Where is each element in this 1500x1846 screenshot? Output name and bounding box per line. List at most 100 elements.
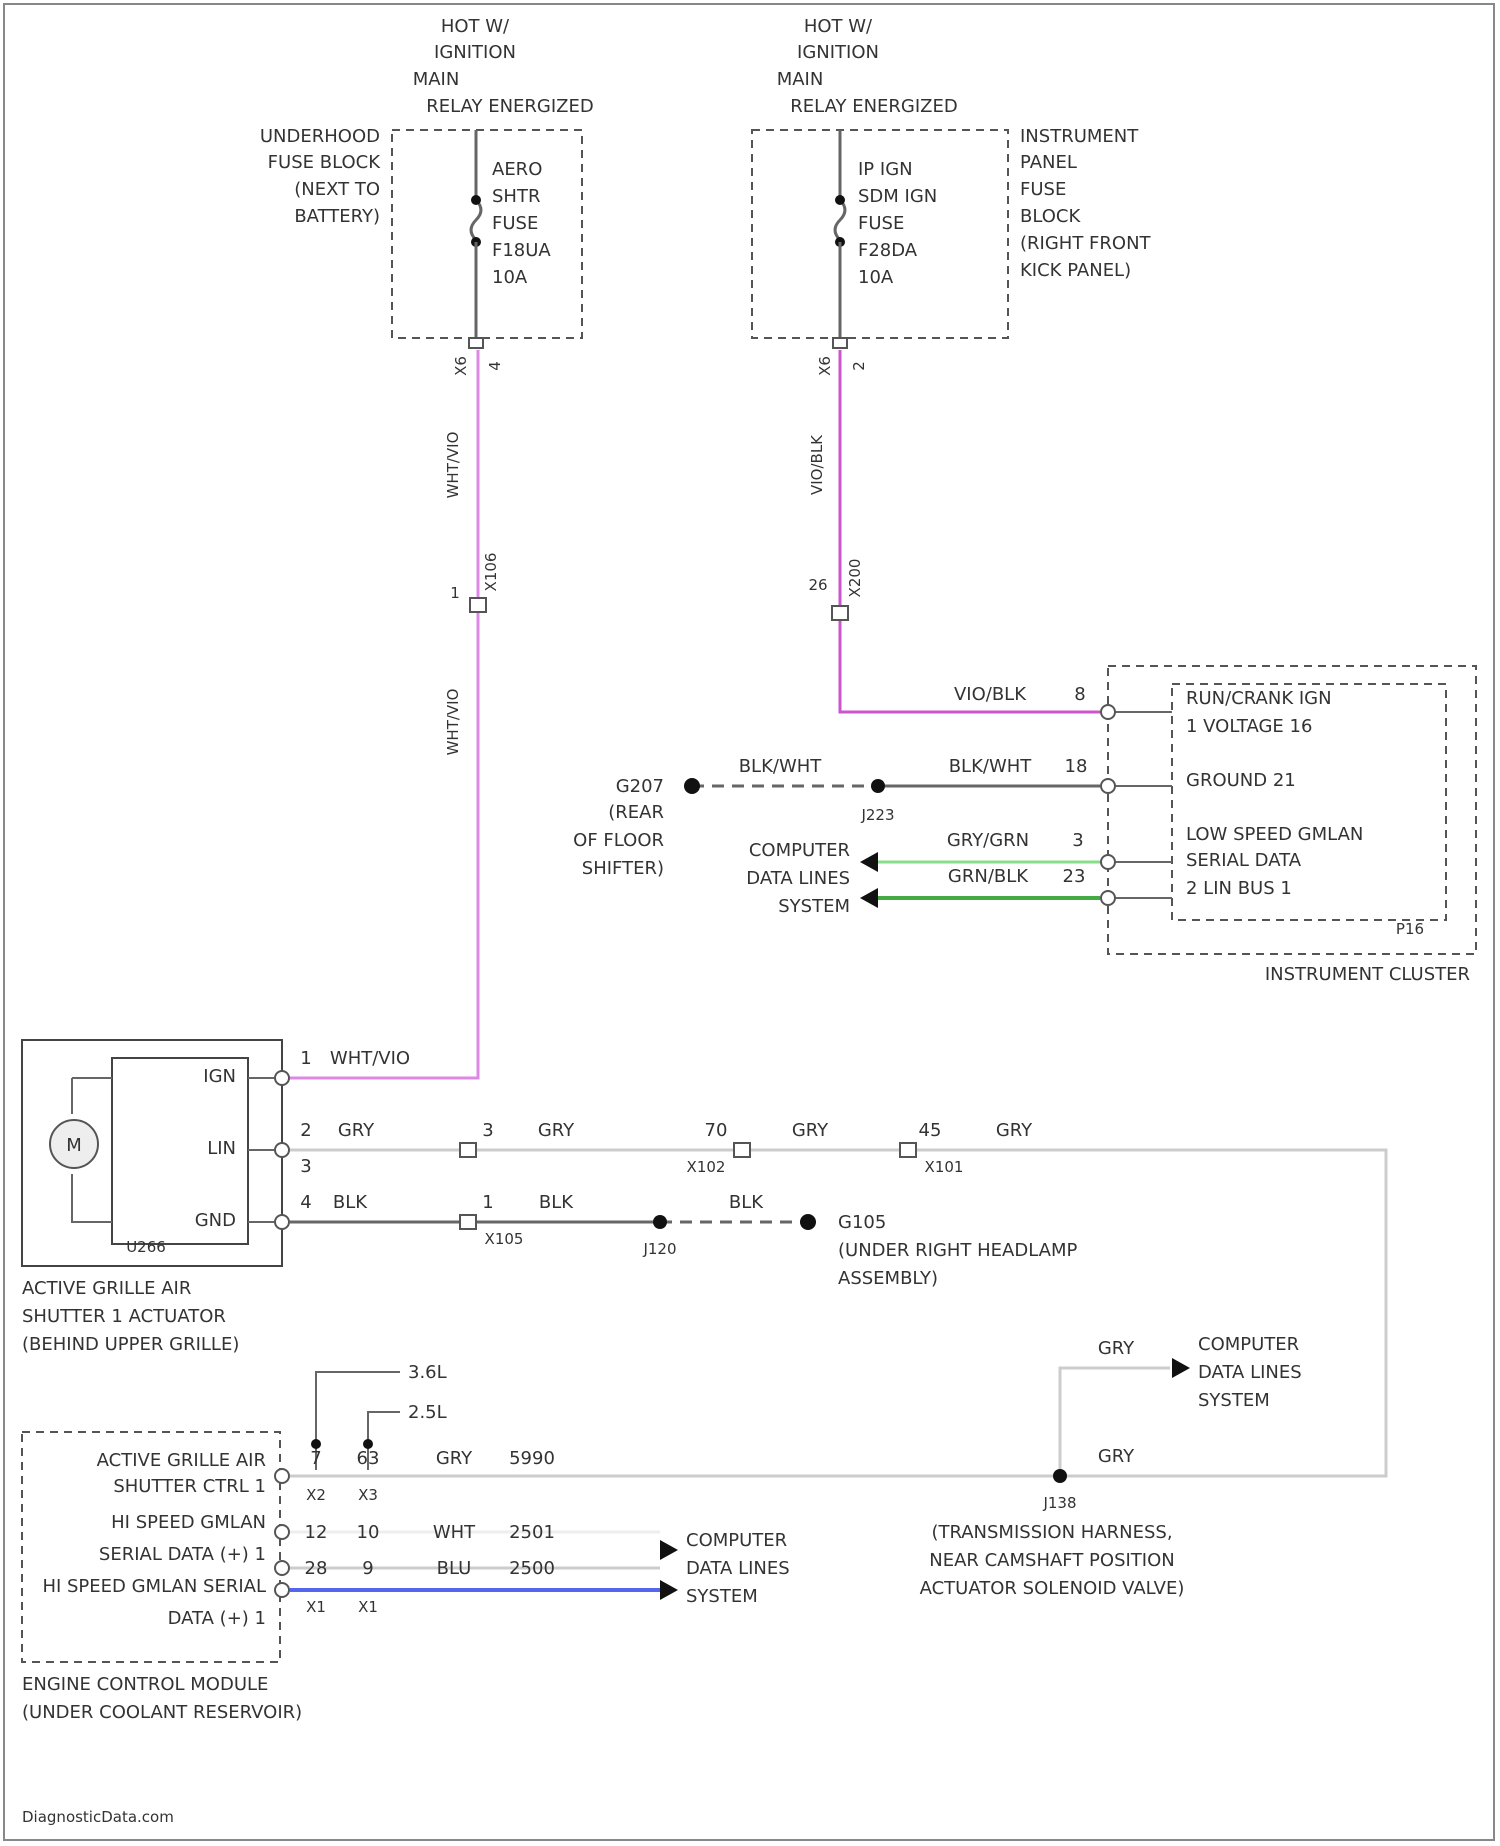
data-lines-label: DATA LINES — [686, 1558, 790, 1579]
fuse-pin: 2 — [850, 361, 868, 371]
fuse-block-label: (RIGHT FRONT — [1020, 233, 1152, 254]
hot-label-line: IGNITION — [797, 42, 879, 63]
circuit-label: 5990 — [509, 1448, 555, 1469]
connector-x101 — [900, 1143, 916, 1157]
wire-label: BLK — [539, 1192, 574, 1213]
fuse-label: SDM IGN — [858, 186, 937, 207]
cluster-name: INSTRUMENT CLUSTER — [1265, 964, 1470, 985]
wire-label: VIO/BLK — [808, 434, 826, 495]
circuit-label: 2501 — [509, 1522, 555, 1543]
pin-label: 3 — [482, 1120, 493, 1141]
fuse-block-label: UNDERHOOD — [260, 126, 380, 147]
hot-label-line: RELAY ENERGIZED — [790, 96, 958, 117]
pin-label: 9 — [362, 1558, 373, 1579]
fuse-pin: X6 — [452, 356, 470, 376]
connector-name: X105 — [485, 1230, 524, 1248]
fuse-label: 10A — [492, 267, 528, 288]
wire-label: WHT/VIO — [444, 689, 462, 756]
wire-label: BLK — [333, 1192, 368, 1213]
pin-label: 3 — [1072, 830, 1083, 851]
wire-label: BLK/WHT — [739, 756, 823, 777]
actuator-name: ACTIVE GRILLE AIR — [22, 1278, 191, 1299]
wire-label: GRN/BLK — [948, 866, 1029, 887]
junction-desc: ACTUATOR SOLENOID VALVE) — [920, 1578, 1185, 1599]
fuse-label: 10A — [858, 267, 894, 288]
connector-name: X102 — [687, 1158, 726, 1176]
pin-label: 12 — [305, 1522, 328, 1543]
ecm-pin-label: DATA (+) 1 — [168, 1608, 266, 1629]
cluster-pin-label: 1 VOLTAGE 16 — [1186, 716, 1312, 737]
fuse-block-label: PANEL — [1020, 152, 1077, 173]
fuse-pin: 4 — [486, 361, 504, 371]
wire-label: GRY — [792, 1120, 829, 1141]
connector-name: X2 — [306, 1486, 326, 1504]
ground-label: G207 — [616, 776, 664, 797]
ground-label: (REAR — [608, 802, 664, 823]
wire-label: GRY — [436, 1448, 473, 1469]
arrow-right-icon — [860, 888, 878, 908]
fuse-block-outline — [392, 130, 582, 338]
pin-label: 1 — [300, 1048, 311, 1069]
actuator-pin-label: GND — [195, 1210, 236, 1231]
junction-desc: NEAR CAMSHAFT POSITION — [929, 1550, 1175, 1571]
data-lines-label: SYSTEM — [686, 1586, 758, 1607]
connector-name: X1 — [358, 1598, 378, 1616]
engine-option: 2.5L — [408, 1402, 447, 1423]
ecm-pin-label: ACTIVE GRILLE AIR — [97, 1450, 266, 1471]
pin-label: 8 — [1074, 684, 1085, 705]
splice-j223 — [871, 779, 885, 793]
fuse-block-instrument-panel: HOT W/ IGNITION MAIN RELAY ENERGIZED INS… — [752, 16, 1152, 376]
data-lines-label: COMPUTER — [686, 1530, 787, 1551]
ecm-pin-label: SERIAL DATA (+) 1 — [99, 1544, 266, 1565]
arrow-right-icon — [1172, 1358, 1190, 1378]
connector-name: X1 — [306, 1598, 326, 1616]
pin-label: 28 — [305, 1558, 328, 1579]
circuit-label: 2500 — [509, 1558, 555, 1579]
wire-label: BLK/WHT — [949, 756, 1033, 777]
pin-label: 70 — [705, 1120, 728, 1141]
connector-name: X200 — [846, 559, 864, 598]
fuse-label: SHTR — [492, 186, 540, 207]
cluster-pin-label: SERIAL DATA — [1186, 850, 1302, 871]
connector-name: X106 — [482, 553, 500, 592]
fuse-label: FUSE — [858, 213, 904, 234]
wire-label: GRY — [996, 1120, 1033, 1141]
connector-pin: 26 — [808, 576, 827, 594]
data-lines-label: SYSTEM — [778, 896, 850, 917]
connector-x102 — [734, 1143, 750, 1157]
wire-label: WHT — [433, 1522, 476, 1543]
data-lines-label: DATA LINES — [1198, 1362, 1302, 1383]
data-lines-label: SYSTEM — [1198, 1390, 1270, 1411]
connector-x105 — [460, 1215, 476, 1229]
hot-label-line: HOT W/ — [441, 16, 510, 37]
wire-label: WHT/VIO — [444, 432, 462, 499]
fuse-block-label: INSTRUMENT — [1020, 126, 1139, 147]
actuator-pin-label: LIN — [207, 1138, 236, 1159]
actuator-code: U266 — [126, 1238, 166, 1256]
wire-label: GRY — [338, 1120, 375, 1141]
data-lines-label: COMPUTER — [749, 840, 850, 861]
ecm-pin-label: SHUTTER CTRL 1 — [113, 1476, 266, 1497]
pin-label: 10 — [357, 1522, 380, 1543]
pin-label: 18 — [1065, 756, 1088, 777]
splice-label: J120 — [642, 1240, 676, 1258]
hot-label-line: MAIN — [777, 69, 824, 90]
wire-gry-lin — [290, 1150, 1386, 1476]
pin-label: 63 — [357, 1448, 380, 1469]
cluster-pin-label: LOW SPEED GMLAN — [1186, 824, 1363, 845]
cluster-pin-label: RUN/CRANK IGN — [1186, 688, 1332, 709]
arrow-right-icon — [660, 1580, 678, 1600]
motor-label: M — [66, 1135, 82, 1156]
actuator-pin-label: IGN — [203, 1066, 236, 1087]
actuator-name: (BEHIND UPPER GRILLE) — [22, 1334, 239, 1355]
arrow-right-icon — [660, 1540, 678, 1560]
ground-label: (UNDER RIGHT HEADLAMP — [838, 1240, 1078, 1261]
fuse-block-label: (NEXT TO — [294, 179, 380, 200]
fuse-block-label: FUSE — [1020, 179, 1066, 200]
fuse-label: F28DA — [858, 240, 918, 261]
fuse-pin: X6 — [816, 356, 834, 376]
ground-label: SHIFTER) — [582, 858, 664, 879]
fuse-block-label: FUSE BLOCK — [268, 152, 382, 173]
fuse-label: IP IGN — [858, 159, 913, 180]
